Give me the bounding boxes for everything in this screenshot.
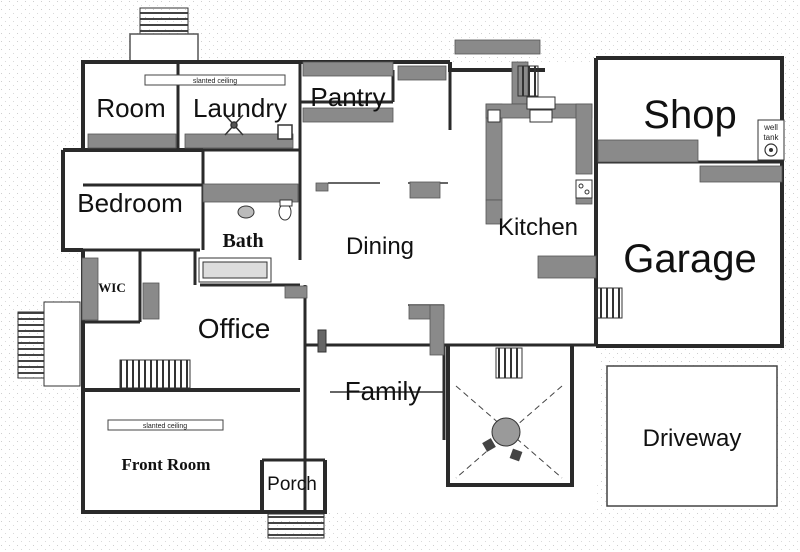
deck-steps xyxy=(495,347,523,379)
label-dining: Dining xyxy=(346,233,414,260)
office-stairs xyxy=(119,359,191,389)
garage-steps xyxy=(595,287,623,319)
well-label: well xyxy=(763,123,778,132)
laundry-fixtures xyxy=(224,114,293,140)
label-wic: WIC xyxy=(98,280,125,295)
slanted-ceiling-marker-front: slanted ceiling xyxy=(107,419,224,431)
label-front-room: Front Room xyxy=(122,455,211,474)
label-pantry: Pantry xyxy=(310,82,385,112)
patio-table xyxy=(491,417,521,447)
stairs xyxy=(17,65,623,539)
kitchen-appliances xyxy=(487,96,593,199)
label-bath: Bath xyxy=(222,230,263,252)
bath-fixtures xyxy=(198,199,293,283)
pantry-steps xyxy=(517,65,539,97)
slanted-ceiling-marker-top: slanted ceiling xyxy=(144,74,286,86)
driveway xyxy=(606,365,778,507)
left-steps xyxy=(17,311,45,379)
well-tank: well tank xyxy=(757,119,785,161)
label-room: Room xyxy=(96,93,165,123)
label-laundry: Laundry xyxy=(193,93,287,123)
label-kitchen: Kitchen xyxy=(498,214,578,241)
label-family: Family xyxy=(345,376,422,406)
label-porch: Porch xyxy=(267,474,317,495)
label-office: Office xyxy=(198,313,271,344)
slanted-ceiling-note: slanted ceiling xyxy=(193,78,237,85)
tank-label: tank xyxy=(763,133,779,142)
label-driveway: Driveway xyxy=(643,425,742,452)
slanted-ceiling-note: slanted ceiling xyxy=(143,423,187,430)
chimney xyxy=(129,7,199,63)
sink xyxy=(237,205,255,219)
patio xyxy=(455,385,563,479)
label-shop: Shop xyxy=(643,93,736,137)
patio-chair xyxy=(509,448,523,462)
office-chair-icon xyxy=(317,329,327,353)
label-bedroom: Bedroom xyxy=(77,188,183,218)
patio-chair xyxy=(482,438,496,452)
label-garage: Garage xyxy=(623,237,756,281)
front-steps xyxy=(267,513,325,539)
